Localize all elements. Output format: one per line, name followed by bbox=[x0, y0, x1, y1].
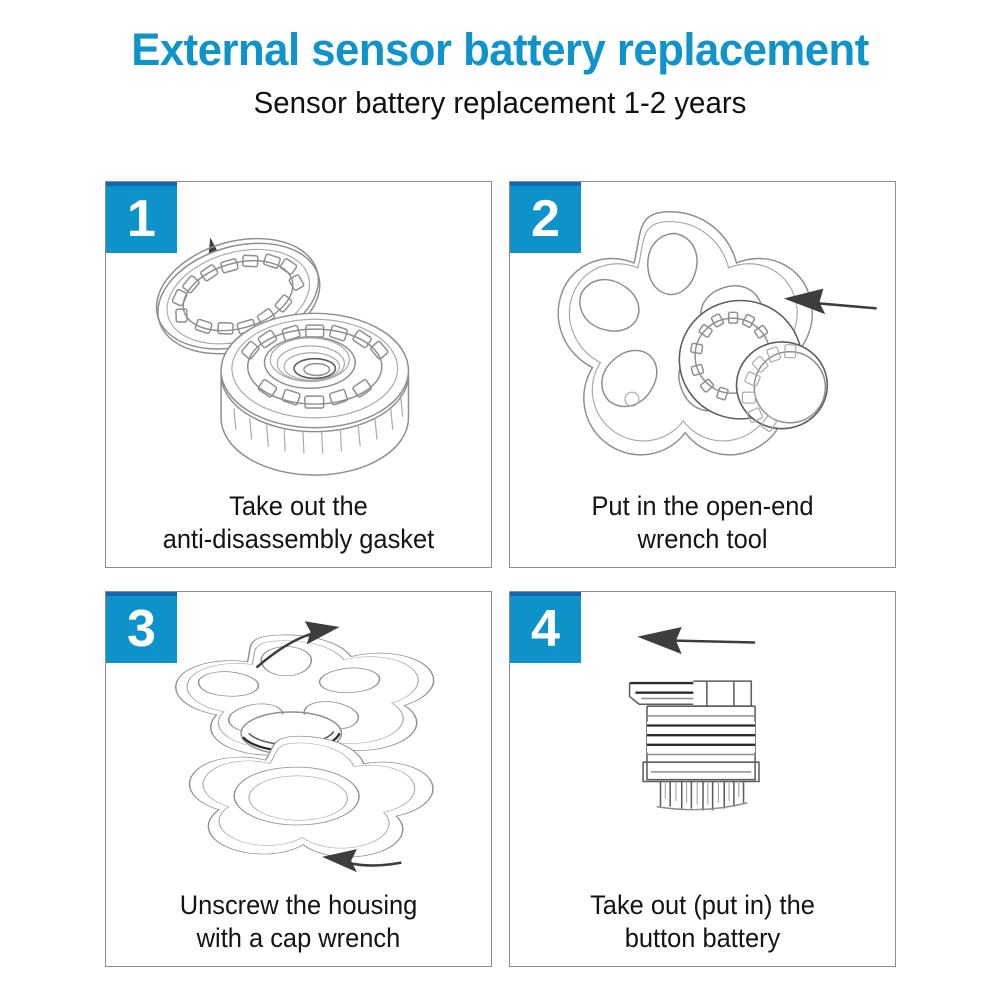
step-caption-4: Take out (put in) the button battery bbox=[525, 889, 879, 954]
sensor-body bbox=[220, 312, 410, 478]
step-number-badge-1: 1 bbox=[106, 182, 177, 253]
step-number-badge-2: 2 bbox=[510, 182, 581, 253]
step-caption-1-line2: anti-disassembly gasket bbox=[162, 523, 435, 554]
step-illustration-3 bbox=[106, 600, 491, 880]
step-illustration-1 bbox=[106, 190, 491, 481]
step-panel-2: 2 bbox=[509, 181, 896, 568]
page-subtitle: Sensor battery replacement 1-2 years bbox=[253, 85, 747, 121]
step-caption-2: Put in the open-end wrench tool bbox=[525, 490, 879, 555]
step-caption-4-line1: Take out (put in) the bbox=[590, 890, 815, 921]
rotation-arrow-bottom bbox=[322, 849, 402, 873]
step-panel-3: 3 bbox=[105, 591, 492, 967]
step-panel-1: 1 bbox=[105, 181, 492, 568]
step-caption-2-line2: wrench tool bbox=[637, 523, 768, 554]
step-caption-3-line2: with a cap wrench bbox=[196, 922, 401, 953]
rotation-arrow-top bbox=[255, 621, 340, 669]
step-number-badge-4: 4 bbox=[510, 592, 581, 663]
step-panel-4: 4 bbox=[509, 591, 896, 967]
page-title: External sensor battery replacement bbox=[131, 24, 869, 75]
step-illustration-4 bbox=[510, 600, 895, 880]
step-number-badge-3: 3 bbox=[106, 592, 177, 663]
arrow-left-icon-4 bbox=[637, 627, 756, 655]
step-caption-1: Take out the anti-disassembly gasket bbox=[121, 490, 475, 555]
step-caption-3: Unscrew the housing with a cap wrench bbox=[121, 889, 475, 954]
steps-grid: 1 bbox=[105, 181, 896, 967]
step-caption-3-line1: Unscrew the housing bbox=[179, 890, 418, 921]
step-caption-4-line2: button battery bbox=[624, 922, 781, 953]
sensor-housing-lower bbox=[189, 735, 434, 858]
arrow-left-icon bbox=[783, 288, 877, 315]
step-illustration-2 bbox=[510, 190, 895, 481]
step-caption-2-line1: Put in the open-end bbox=[591, 491, 814, 522]
step-caption-1-line1: Take out the bbox=[229, 491, 368, 522]
header: External sensor battery replacement Sens… bbox=[0, 0, 1000, 120]
sensor-body-2 bbox=[678, 299, 829, 433]
sensor-cross-section bbox=[642, 680, 760, 811]
